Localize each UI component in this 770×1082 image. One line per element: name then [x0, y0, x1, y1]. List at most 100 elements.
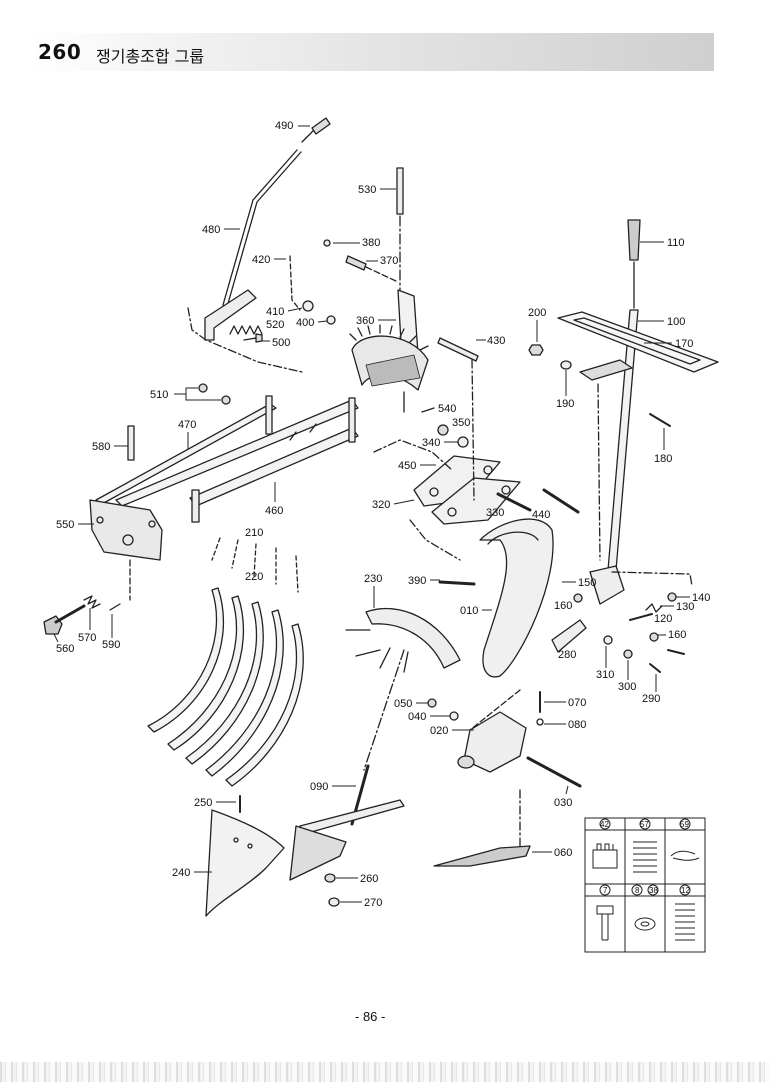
bolt-icon — [596, 905, 614, 941]
label-530: 530 — [358, 184, 376, 196]
nut-140 — [667, 592, 677, 602]
legend-num-7: 7 — [603, 886, 608, 895]
washer-410 — [302, 300, 314, 312]
section-title: 쟁기총조합 그룹 — [96, 47, 205, 66]
washer-190 — [560, 360, 572, 370]
nut-260 — [324, 873, 336, 883]
label-540: 540 — [438, 403, 456, 415]
legend-num-38: 38 — [649, 886, 658, 895]
label-130: 130 — [676, 601, 694, 613]
label-220: 220 — [245, 571, 263, 583]
label-120: 120 — [654, 613, 672, 625]
legend-num-8: 8 — [635, 886, 640, 895]
label-060: 060 — [554, 847, 572, 859]
legend-numbers: 42 57 59 7 8 38 12 — [600, 820, 690, 895]
lever-100 — [607, 309, 639, 571]
label-090: 090 — [310, 781, 328, 793]
pin-530 — [396, 167, 404, 301]
bolt-330 — [496, 492, 532, 512]
nut-050 — [427, 698, 437, 708]
label-080: 080 — [568, 719, 586, 731]
label-390: 390 — [408, 575, 426, 587]
bolt-390 — [438, 580, 476, 586]
legend-num-59: 59 — [680, 820, 689, 829]
nut-510b — [221, 395, 231, 405]
label-510: 510 — [150, 389, 168, 401]
label-170: 170 — [675, 338, 693, 350]
legend-num-42: 42 — [600, 820, 609, 829]
label-230: 230 — [364, 573, 382, 585]
label-050: 050 — [394, 698, 412, 710]
label-160a: 160 — [554, 600, 572, 612]
label-020: 020 — [430, 725, 448, 737]
section-number: 260 — [38, 40, 82, 64]
label-040: 040 — [408, 711, 426, 723]
bolt-500 — [243, 333, 263, 343]
bracket-150 — [589, 565, 625, 605]
tines-210 — [147, 587, 304, 787]
label-430: 430 — [487, 335, 505, 347]
pin-540 — [421, 407, 435, 413]
label-420: 420 — [252, 254, 270, 266]
washer-040 — [449, 711, 459, 721]
label-310: 310 — [596, 669, 614, 681]
spring-570 — [83, 595, 101, 609]
bracket-230 — [345, 607, 461, 673]
label-520: 520 — [266, 319, 284, 331]
bracket-020 — [457, 711, 527, 773]
label-010: 010 — [460, 605, 478, 617]
bolt-180 — [649, 413, 671, 427]
plate-280 — [551, 619, 587, 653]
spring-520 — [229, 325, 263, 335]
arm-090 — [289, 764, 405, 881]
pin-590 — [109, 603, 121, 611]
nut-510a — [198, 383, 208, 393]
nut-300 — [623, 649, 633, 659]
label-370: 370 — [380, 255, 398, 267]
label-260: 260 — [360, 873, 378, 885]
label-160b: 160 — [668, 629, 686, 641]
label-450: 450 — [398, 460, 416, 472]
bolt-440 — [542, 488, 580, 514]
label-140: 140 — [692, 592, 710, 604]
frame-170 — [557, 311, 719, 381]
washer-270 — [328, 897, 340, 907]
label-250: 250 — [194, 797, 212, 809]
bolt-490 — [301, 117, 331, 143]
washer-310 — [603, 635, 613, 645]
label-270: 270 — [364, 897, 382, 909]
rod-480 — [222, 149, 302, 308]
washer-400 — [326, 315, 336, 325]
handle-370 — [345, 255, 367, 271]
pin-580 — [127, 425, 135, 461]
label-300: 300 — [618, 681, 636, 693]
label-570: 570 — [78, 632, 96, 644]
coil-spring-icon — [675, 903, 695, 941]
bolt-430 — [437, 337, 479, 362]
quadrant-360 — [349, 289, 429, 391]
legend-num-57: 57 — [640, 820, 649, 829]
label-400: 400 — [296, 317, 314, 329]
label-280: 280 — [558, 649, 576, 661]
nut-380 — [323, 239, 331, 247]
plate-320 — [413, 455, 521, 525]
legend-num-12: 12 — [681, 886, 690, 895]
label-240: 240 — [172, 867, 190, 879]
label-190: 190 — [556, 398, 574, 410]
label-560: 560 — [56, 643, 74, 655]
label-330: 330 — [486, 507, 504, 519]
nut-350 — [437, 424, 449, 436]
label-480: 480 — [202, 224, 220, 236]
section-header: 260 쟁기총조합 그룹 — [32, 33, 714, 71]
frame-460-470 — [95, 395, 359, 523]
label-150: 150 — [578, 577, 596, 589]
bolt-160 — [667, 649, 685, 655]
symbol-legend — [584, 817, 706, 953]
label-110: 110 — [667, 237, 685, 249]
label-410: 410 — [266, 306, 284, 318]
page-number: - 86 - — [355, 1009, 386, 1024]
label-490: 490 — [275, 120, 293, 132]
hitch-550 — [89, 499, 163, 601]
washer-340 — [457, 436, 469, 448]
